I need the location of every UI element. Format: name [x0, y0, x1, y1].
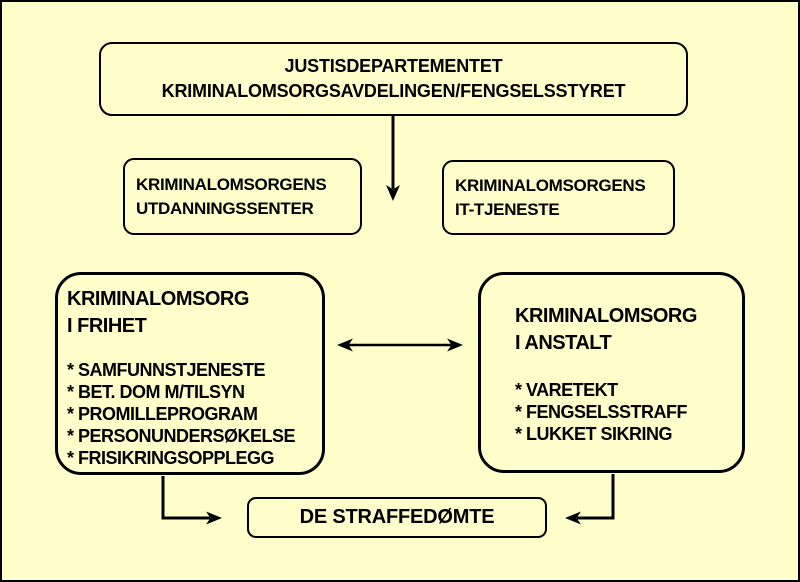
list-item: * PROMILLEPROGRAM — [67, 404, 258, 424]
list-item: * SAMFUNNSTJENESTE — [67, 360, 266, 380]
frihet-title-line1: KRIMINALOMSORG — [67, 288, 249, 310]
box-kriminalomsorg-i-anstalt: KRIMINALOMSORG I ANSTALT * VARETEKT * FE… — [478, 272, 745, 473]
box-de-straffedomte: DE STRAFFEDØMTE — [247, 497, 547, 538]
list-item: * FENGSELSSTRAFF — [515, 402, 688, 422]
frihet-title: KRIMINALOMSORG I FRIHET — [67, 286, 318, 340]
anstalt-title: KRIMINALOMSORG I ANSTALT — [515, 303, 738, 357]
list-item: * FRISIKRINGSOPPLEGG — [67, 448, 275, 468]
utdanningssenter-line1: KRIMINALOMSORGENS — [136, 174, 327, 194]
down-arrow-from-top-box — [386, 116, 400, 201]
justisdepartementet-line1: JUSTISDEPARTEMENTET — [284, 56, 503, 76]
elbow-arrow-anstalt-to-bottom — [565, 474, 615, 525]
utdanningssenter-line2: UTDANNINGSSENTER — [136, 198, 314, 218]
box-it-tjeneste: KRIMINALOMSORGENS IT-TJENESTE — [442, 160, 675, 235]
de-straffedomte-label: DE STRAFFEDØMTE — [299, 506, 495, 528]
anstalt-title-line2: I ANSTALT — [515, 332, 612, 354]
elbow-arrow-frihet-to-bottom — [161, 476, 222, 525]
frihet-title-line2: I FRIHET — [67, 315, 147, 337]
justisdepartementet-line2: KRIMINALOMSORGSAVDELINGEN/FENGSELSSTYRET — [161, 81, 626, 101]
list-item: * VARETEKT — [515, 380, 618, 400]
double-arrow-frihet-anstalt — [337, 338, 463, 352]
list-item: * BET. DOM M/TILSYN — [67, 382, 245, 402]
box-justisdepartementet: JUSTISDEPARTEMENTET KRIMINALOMSORGSAVDEL… — [99, 42, 688, 116]
box-utdanningssenter: KRIMINALOMSORGENS UTDANNINGSSENTER — [123, 158, 362, 235]
list-item: * LUKKET SIKRING — [515, 424, 673, 444]
list-item: * PERSONUNDERSØKELSE — [67, 426, 296, 446]
box-kriminalomsorg-i-frihet: KRIMINALOMSORG I FRIHET * SAMFUNNSTJENES… — [55, 272, 325, 475]
it-tjeneste-line1: KRIMINALOMSORGENS — [455, 175, 646, 195]
it-tjeneste-line2: IT-TJENESTE — [455, 199, 560, 219]
frihet-list: * SAMFUNNSTJENESTE * BET. DOM M/TILSYN *… — [67, 359, 318, 469]
anstalt-list: * VARETEKT * FENGSELSSTRAFF * LUKKET SIK… — [515, 379, 738, 445]
anstalt-title-line1: KRIMINALOMSORG — [515, 305, 697, 327]
